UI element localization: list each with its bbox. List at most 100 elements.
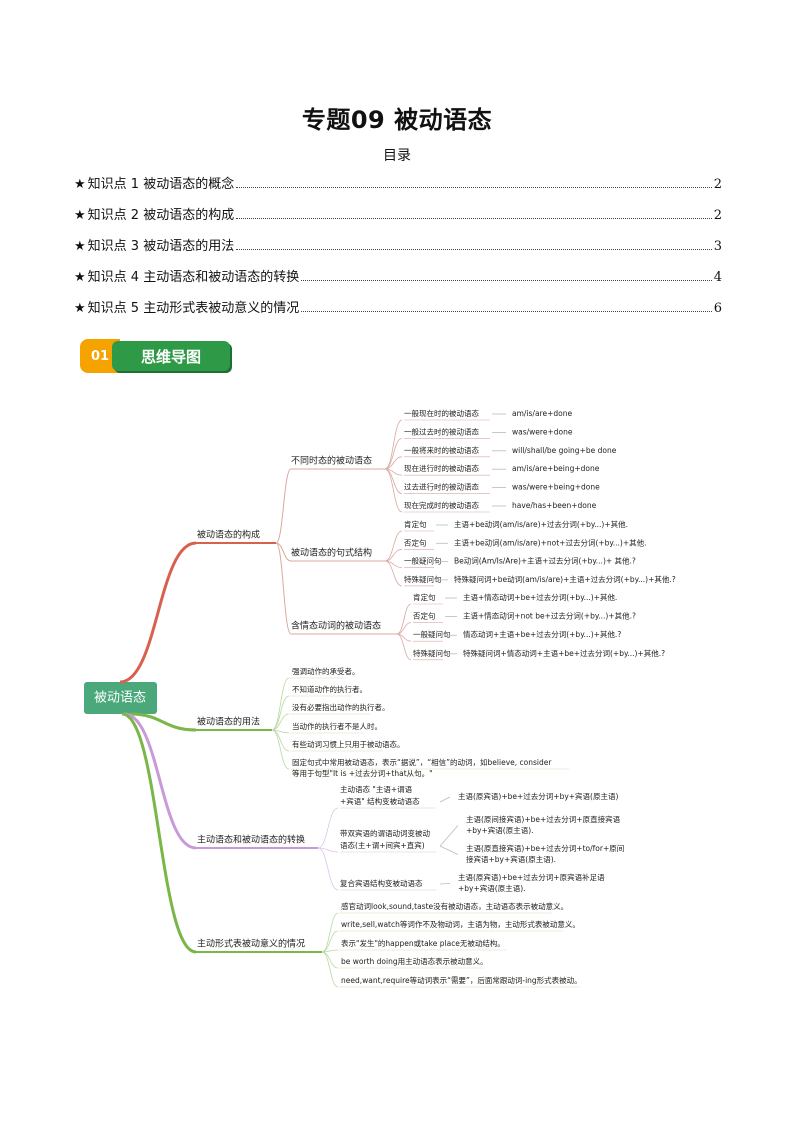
branch-label: 主动形式表被动意义的情况 bbox=[197, 938, 305, 950]
star-icon: ★ bbox=[74, 208, 86, 223]
toc-label: 知识点 1 被动语态的概念 bbox=[87, 177, 235, 192]
leaf-connector bbox=[271, 713, 290, 731]
leaf-value: was/were+done bbox=[512, 427, 573, 436]
leaf-value: am/is/are+done bbox=[512, 409, 572, 418]
leaf-value: am/is/are+being+done bbox=[512, 464, 600, 473]
leader-dots bbox=[301, 311, 712, 312]
sub-label: 含情态动词的被动语态 bbox=[291, 620, 381, 632]
sub-connector bbox=[317, 807, 339, 849]
branch-label: 被动语态的用法 bbox=[197, 716, 260, 728]
passive-meaning-item: write,sell,watch等词作不及物动词，主语为物，主动形式表被动意义。 bbox=[341, 919, 580, 929]
leaf-value: 主语(原宾语)+be+过去分词+by+宾语(原主语) bbox=[458, 791, 618, 801]
toc-entry[interactable]: ★ 知识点 1 被动语态的概念 2 bbox=[74, 173, 722, 204]
leaf-dash bbox=[439, 883, 451, 885]
leaf-connector bbox=[384, 548, 403, 562]
leaf-key: 肯定句 bbox=[404, 519, 427, 529]
usage-item: 不知道动作的执行者。 bbox=[292, 684, 367, 694]
sub-label: 不同时态的被动语态 bbox=[291, 455, 372, 467]
leaf-key: 特殊疑问句 bbox=[404, 574, 442, 584]
leaf-key: 肯定句 bbox=[413, 592, 436, 602]
toc-label: 知识点 5 主动形式表被动意义的情况 bbox=[87, 301, 300, 316]
leaf-value: have/has+been+done bbox=[512, 501, 597, 510]
toc-label: 知识点 4 主动语态和被动语态的转换 bbox=[87, 270, 300, 285]
usage-item: 没有必要指出动作的执行者。 bbox=[292, 702, 390, 712]
branch-label: 被动语态的构成 bbox=[197, 529, 260, 541]
star-icon: ★ bbox=[74, 177, 86, 192]
leaf-connector bbox=[271, 695, 290, 731]
leaf-connector bbox=[384, 456, 403, 470]
toc-page-number: 4 bbox=[713, 270, 722, 285]
leaf-value: 接宾语+by+宾语(原主语). bbox=[466, 854, 556, 864]
section-label: 思维导图 bbox=[112, 341, 230, 371]
usage-item: 有些动词习惯上只用于被动语态。 bbox=[292, 739, 405, 749]
leaf-connector bbox=[396, 603, 412, 635]
root-label: 被动语态 bbox=[94, 691, 146, 706]
table-of-contents: ★ 知识点 1 被动语态的概念 2 ★ 知识点 2 被动语态的构成 2 ★ 知识… bbox=[74, 173, 722, 328]
leaf-connector bbox=[321, 912, 339, 953]
toc-page-number: 3 bbox=[713, 239, 722, 254]
leader-dots bbox=[236, 187, 712, 188]
star-icon: ★ bbox=[74, 239, 86, 254]
leaf-value: will/shall/be going+be done bbox=[512, 446, 617, 455]
leaf-connector bbox=[396, 633, 412, 661]
leaf-value: 主语+be动词(am/is/are)+not+过去分词(+by...)+其他. bbox=[454, 537, 647, 547]
leaf-value: 特殊疑问词+be动词(am/is/are)+主语+过去分词(+by...)+其他… bbox=[454, 574, 676, 584]
sub-label: 带双宾语的谓语动词变被动 bbox=[340, 828, 430, 838]
leaf-dash bbox=[439, 845, 459, 855]
passive-meaning-item: be worth doing用主动语态表示被动意义。 bbox=[341, 956, 488, 966]
branch-label: 主动语态和被动语态的转换 bbox=[197, 834, 305, 846]
toc-page-number: 2 bbox=[713, 177, 722, 192]
toc-entry[interactable]: ★ 知识点 5 主动形式表被动意义的情况 6 bbox=[74, 297, 722, 328]
usage-item: 固定句式中常用被动语态，表示“据说”，“相信”的动词，如believe, con… bbox=[292, 757, 552, 767]
leaf-value: 情态动词+主语+be+过去分词(+by...)+其他.? bbox=[463, 629, 621, 639]
passive-meaning-item: need,want,require等动词表示“需要”，后面常跟动词-ing形式表… bbox=[341, 975, 582, 985]
leaf-value: 主语+be动词(am/is/are)+过去分词(+by...)+其他. bbox=[454, 519, 628, 529]
sub-label: 被动语态的句式结构 bbox=[291, 547, 372, 559]
leaf-connector bbox=[384, 560, 403, 587]
sub-connector bbox=[275, 542, 292, 635]
leaf-connector bbox=[384, 468, 403, 513]
toc-label: 知识点 3 被动语态的用法 bbox=[87, 239, 235, 254]
toc-page-number: 2 bbox=[713, 208, 722, 223]
sub-label: +宾语" 结构变被动语态 bbox=[340, 796, 420, 806]
sub-label: 复合宾语结构变被动语态 bbox=[340, 878, 423, 888]
leaf-key: 否定句 bbox=[413, 611, 436, 621]
leaf-value: 特殊疑问词+情态动词+主语+be+过去分词(+by...)+其他.? bbox=[463, 648, 665, 658]
sub-connector bbox=[317, 847, 339, 891]
toc-page-number: 6 bbox=[713, 301, 722, 316]
branch-connector bbox=[129, 712, 197, 732]
leaf-key: 现在进行时的被动语态 bbox=[404, 463, 479, 473]
star-icon: ★ bbox=[74, 301, 86, 316]
sub-connector bbox=[275, 542, 292, 562]
branch-connector bbox=[123, 712, 197, 850]
leaf-dash bbox=[439, 796, 451, 803]
leaf-key: 一般过去时的被动语态 bbox=[404, 426, 479, 436]
usage-item: 强调动作的承受者。 bbox=[292, 666, 360, 676]
sub-connector bbox=[275, 468, 292, 544]
leaf-connector bbox=[384, 438, 403, 470]
leaf-connector bbox=[271, 729, 290, 770]
leaf-value: was/were+being+done bbox=[512, 483, 600, 492]
toc-entry[interactable]: ★ 知识点 3 被动语态的用法 3 bbox=[74, 235, 722, 266]
usage-item: 当动作的执行者不是人时。 bbox=[292, 721, 382, 731]
leaf-key: 否定句 bbox=[404, 537, 427, 547]
leaf-value: 主语(原间接宾语)+be+过去分词+原直接宾语 bbox=[466, 814, 621, 824]
leaf-key: 一般疑问句 bbox=[404, 556, 442, 566]
leaf-value: 主语(原直接宾语)+be+过去分词+to/for+原间 bbox=[466, 843, 624, 853]
leaf-key: 过去进行时的被动语态 bbox=[404, 482, 479, 492]
toc-entry[interactable]: ★ 知识点 2 被动语态的构成 2 bbox=[74, 204, 722, 235]
leaf-key: 一般疑问句 bbox=[413, 629, 451, 639]
toc-entry[interactable]: ★ 知识点 4 主动语态和被动语态的转换 4 bbox=[74, 266, 722, 297]
leaf-connector bbox=[271, 677, 290, 731]
leaf-value: 主语+情态动词+not be+过去分词(+by...)+其他.? bbox=[463, 611, 636, 621]
root-node bbox=[84, 682, 157, 714]
leaf-value: Be动词(Am/Is/Are)+主语+过去分词(+by...)+ 其他.? bbox=[454, 556, 636, 566]
passive-meaning-item: 表示"发生"的happen或take place无被动结构。 bbox=[341, 938, 505, 948]
leaf-connector bbox=[384, 419, 403, 470]
leaf-key: 一般将来时的被动语态 bbox=[404, 445, 479, 455]
leaf-connector bbox=[321, 951, 339, 969]
usage-item: 等用于句型"It is +过去分词+that从句。" bbox=[292, 768, 433, 778]
leaf-dash bbox=[439, 825, 459, 847]
star-icon: ★ bbox=[74, 270, 86, 285]
